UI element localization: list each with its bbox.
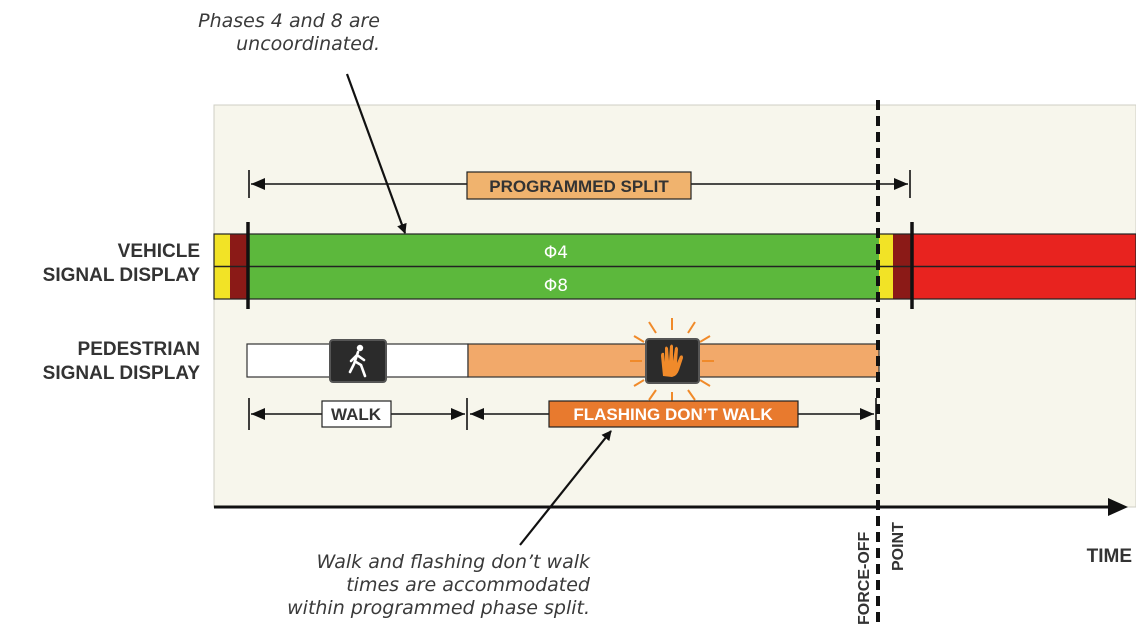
flashing-dont-walk-label: FLASHING DON’T WALK bbox=[573, 405, 773, 424]
top-annotation-line-2: uncoordinated. bbox=[236, 33, 380, 55]
top-annotation-arrow bbox=[345, 73, 407, 234]
pedestrian-label-line-2: SIGNAL DISPLAY bbox=[42, 363, 200, 384]
vehicle-label-line-2: SIGNAL DISPLAY bbox=[42, 265, 200, 286]
vehicle-signal-label: VEHICLE SIGNAL DISPLAY bbox=[0, 240, 200, 288]
bottom-annotation-arrow bbox=[519, 430, 612, 546]
point-label: POINT bbox=[890, 522, 907, 571]
bottom-annotation: Walk and flashing don’t walk times are a… bbox=[150, 551, 590, 620]
bottom-annotation-line-3: within programmed phase split. bbox=[287, 597, 590, 619]
bottom-annotation-line-2: times are accommodated bbox=[346, 574, 590, 596]
pedestrian-signal-label: PEDESTRIAN SIGNAL DISPLAY bbox=[0, 338, 200, 386]
vehicle-label-line-1: VEHICLE bbox=[117, 241, 200, 262]
top-annotation: Phases 4 and 8 are uncoordinated. bbox=[150, 10, 380, 56]
top-annotation-line-1: Phases 4 and 8 are bbox=[198, 10, 380, 32]
phase-8-label: Φ8 bbox=[544, 276, 568, 296]
time-axis-label: TIME bbox=[1087, 546, 1132, 567]
walk-label-box bbox=[321, 400, 392, 428]
programmed-split-label: PROGRAMMED SPLIT bbox=[489, 177, 669, 196]
bottom-annotation-line-1: Walk and flashing don’t walk bbox=[316, 551, 591, 573]
phase-8-green-bar bbox=[247, 267, 879, 299]
phase-4-label: Φ4 bbox=[544, 243, 568, 263]
force-off-label: FORCE-OFF bbox=[856, 531, 873, 625]
vehicle-signal-bars bbox=[213, 222, 1136, 309]
pedestrian-label-line-1: PEDESTRIAN bbox=[77, 339, 200, 360]
flashing-dont-walk-label-box bbox=[548, 400, 799, 428]
time-axis bbox=[214, 498, 1128, 516]
walking-person-icon bbox=[329, 339, 387, 383]
walk-label: WALK bbox=[331, 405, 382, 424]
phase-4-green-bar bbox=[247, 234, 879, 266]
raised-hand-icon bbox=[630, 318, 714, 404]
programmed-split-label-box bbox=[466, 171, 692, 200]
diagram-panel bbox=[213, 104, 1136, 508]
